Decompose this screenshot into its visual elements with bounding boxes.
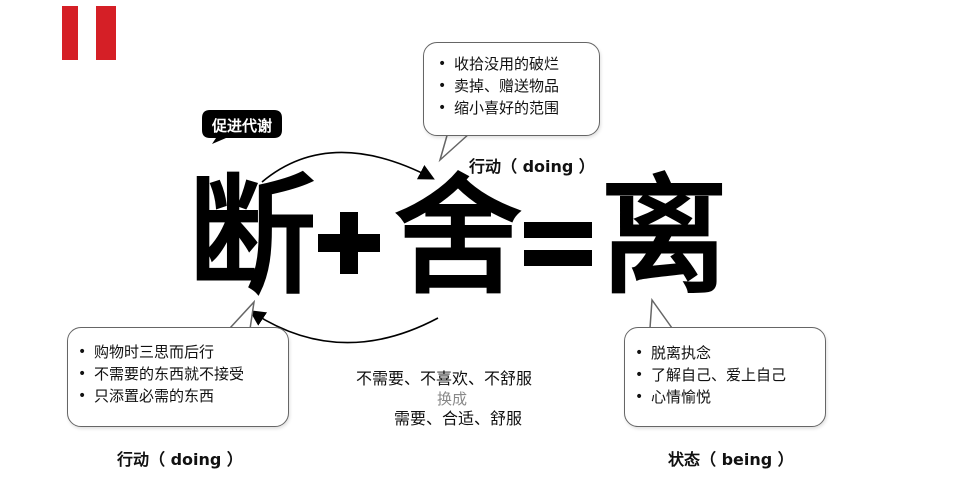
right-state-list: 脱离执念 了解自己、爱上自己 心情愉悦: [625, 328, 825, 408]
top-action-bubble: 收拾没用的破烂 卖掉、赠送物品 缩小喜好的范围: [423, 42, 600, 136]
list-item: 卖掉、赠送物品: [434, 75, 599, 97]
equals-sign-bottom: [524, 250, 592, 266]
list-item: 购物时三思而后行: [74, 341, 288, 363]
swap-verb-text: 换成: [436, 390, 467, 408]
top-bubble-caption: 行动（ doing ）: [469, 157, 595, 176]
list-item: 不需要的东西就不接受: [74, 363, 288, 385]
list-item: 了解自己、爱上自己: [631, 364, 825, 386]
right-bubble-caption: 状态（ being ）: [668, 450, 794, 469]
bottom-arc-arrow: [249, 310, 439, 344]
left-action-bubble: 购物时三思而后行 不需要的东西就不接受 只添置必需的东西: [67, 327, 289, 427]
metabolism-badge: 促进代谢: [200, 108, 284, 144]
badge-label: 促进代谢: [211, 117, 272, 135]
left-bubble-caption: 行动（ doing ）: [117, 450, 243, 469]
top-action-list: 收拾没用的破烂 卖掉、赠送物品 缩小喜好的范围: [424, 43, 599, 119]
left-action-list: 购物时三思而后行 不需要的东西就不接受 只添置必需的东西: [68, 328, 288, 407]
right-bubble-tail: [649, 297, 673, 329]
red-corner-mark-right: [96, 6, 116, 60]
swap-from-text: 不需要、不喜欢、不舒服: [355, 369, 532, 388]
swap-to-text: 需要、合适、舒服: [393, 409, 522, 428]
equation-result-li: 离: [600, 163, 729, 312]
list-item: 收拾没用的破烂: [434, 53, 599, 75]
list-item: 缩小喜好的范围: [434, 97, 599, 119]
top-arc-arrow: [261, 151, 435, 183]
equation-term-she: 舍: [394, 163, 523, 312]
right-state-bubble: 脱离执念 了解自己、爱上自己 心情愉悦: [624, 327, 826, 427]
plus-sign-vertical: [340, 212, 358, 274]
list-item: 脱离执念: [631, 342, 825, 364]
swap-text-block: 不需要、不喜欢、不舒服 换成 需要、合适、舒服: [332, 368, 572, 430]
list-item: 心情愉悦: [631, 386, 825, 408]
speech-badge-shape: [202, 110, 282, 144]
red-corner-mark-left: [62, 6, 78, 60]
top-bubble-tail: [438, 131, 471, 163]
equation-term-duan: 断: [188, 163, 317, 312]
equals-sign-top: [524, 222, 592, 238]
left-bubble-tail: [229, 299, 256, 330]
list-item: 只添置必需的东西: [74, 385, 288, 407]
